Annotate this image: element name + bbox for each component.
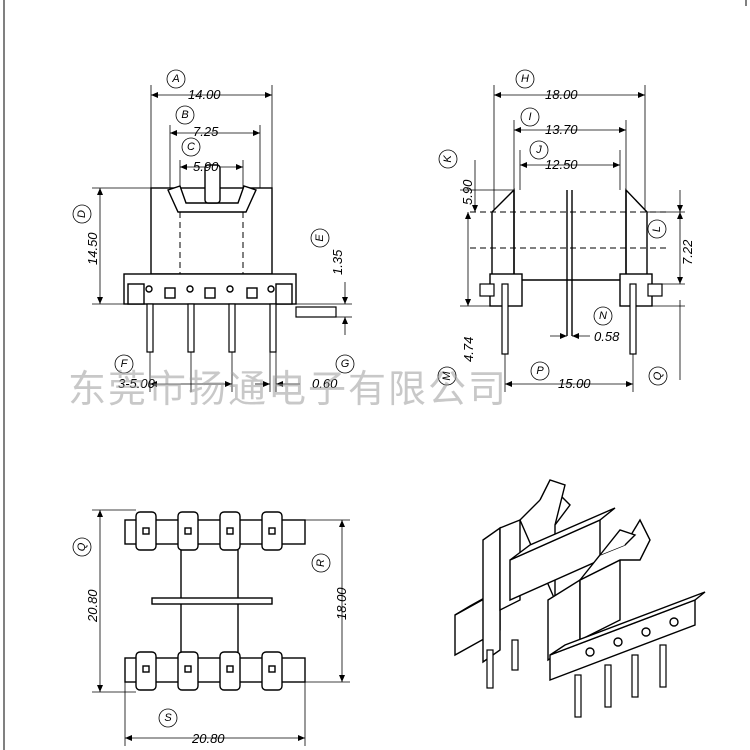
callout-M [437, 366, 457, 386]
callout-H-label: H [521, 73, 529, 85]
callout-E-label: E [314, 234, 326, 242]
callout-Q [72, 537, 92, 557]
dim-H-value: 18.00 [545, 87, 578, 102]
callout-L-label: L [651, 226, 663, 232]
side-view: H 18.00 I 13.70 J 12.50 K 5.90 L 7.22 M … [437, 69, 695, 392]
callout-F [114, 354, 134, 374]
dim-M-value: 4.74 [461, 337, 476, 362]
dim-B-value: 7.25 [193, 124, 219, 139]
callout-Q-side-label: Q [652, 371, 664, 380]
callout-D [72, 204, 92, 224]
callout-J [529, 140, 549, 160]
dim-C-value: 5.90 [193, 159, 219, 174]
dim-P-value: 15.00 [558, 376, 591, 391]
callout-S [158, 708, 178, 728]
callout-B [175, 105, 195, 125]
dim-G-value: 0.60 [312, 376, 338, 391]
callout-M-label: M [441, 371, 453, 381]
callout-K-label: K [442, 155, 454, 163]
callout-E [310, 228, 330, 248]
callout-N-label: N [599, 310, 607, 322]
callout-K [438, 149, 458, 169]
dim-F-value: 3-5.00 [118, 376, 156, 391]
callout-B-label: B [181, 109, 188, 121]
dim-S-value: 20.80 [191, 731, 225, 746]
callout-P [530, 361, 550, 381]
callout-R [311, 553, 331, 573]
dim-Q-value: 20.80 [85, 589, 100, 623]
callout-G-label: G [341, 358, 350, 370]
dim-I-value: 13.70 [545, 122, 578, 137]
dim-J-value: 12.50 [545, 157, 578, 172]
callout-A [166, 69, 186, 89]
callout-C-label: C [187, 141, 195, 153]
dim-A-value: 14.00 [188, 87, 221, 102]
front-view: A 14.00 B 7.25 C 5.90 D 14.50 E 1.35 F 3… [72, 69, 355, 392]
dim-E-value: 1.35 [330, 249, 345, 275]
callout-Q-side [648, 366, 668, 386]
bottom-view: Q 20.80 R 18.00 S 20.80 [72, 509, 350, 746]
callout-N [593, 306, 613, 326]
callout-J-label: J [535, 144, 542, 156]
dim-K-value: 5.90 [460, 179, 475, 205]
callout-H [515, 69, 535, 89]
callout-R-label: R [315, 559, 327, 567]
callout-S-label: S [164, 712, 172, 724]
callout-I-label: I [528, 111, 531, 123]
callout-D-label: D [76, 210, 88, 218]
callout-L [647, 219, 667, 239]
dim-N-value: 0.58 [594, 329, 620, 344]
company-watermark: 东莞市扬通电子有限公司 [68, 367, 508, 411]
dim-L-value: 7.22 [680, 239, 695, 265]
isometric-view [454, 479, 706, 718]
callout-C [181, 137, 201, 157]
callout-G [335, 354, 355, 374]
dim-R-value: 18.00 [334, 587, 349, 620]
dim-D-value: 14.50 [85, 232, 100, 265]
callout-F-label: F [121, 358, 129, 370]
callout-A-label: A [171, 73, 179, 85]
callout-P-label: P [536, 365, 544, 377]
callout-I [520, 107, 540, 127]
callout-Q-label: Q [76, 542, 88, 551]
